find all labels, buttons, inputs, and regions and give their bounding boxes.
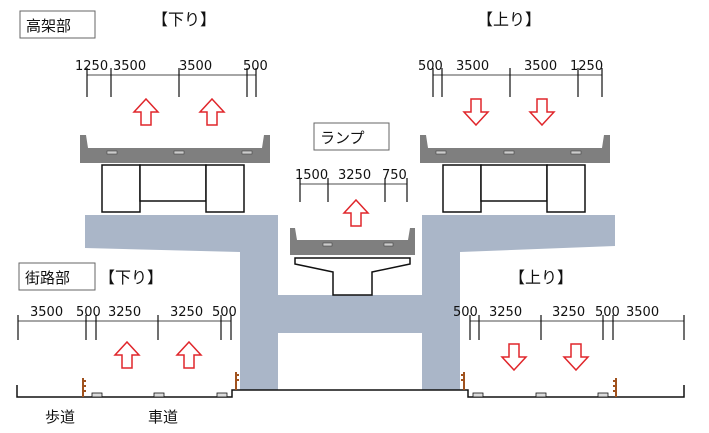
- street-label: 街路部: [25, 269, 70, 287]
- dimension-value: 3250: [552, 305, 585, 320]
- dimension-lines: 1250 3500 3500 500 500 3500 3500 1250 1500 3250 75…: [17, 59, 685, 340]
- dimension-value: 500: [243, 59, 268, 74]
- dimension-value: 1250: [570, 59, 603, 74]
- arrow-down-icon: [563, 343, 589, 371]
- dimension-value: 500: [76, 305, 101, 320]
- ramp-label: ランプ: [320, 129, 365, 147]
- dimension-value: 500: [453, 305, 478, 320]
- dimension-value: 1250: [75, 59, 108, 74]
- dimension-value: 3500: [113, 59, 146, 74]
- dimension-value: 3500: [456, 59, 489, 74]
- sidewalk-label: 歩道: [45, 408, 75, 426]
- elevated-deck-up: [420, 135, 610, 213]
- dimension-value: 3250: [338, 168, 371, 183]
- dimension-value: 3500: [626, 305, 659, 320]
- arrow-up-icon: [343, 199, 369, 227]
- dimension-value: 1500: [295, 168, 328, 183]
- street-ground: [16, 385, 685, 398]
- street-up-title: 【上り】: [509, 268, 573, 287]
- ramp-label-box: [313, 122, 390, 151]
- dimension-value: 3500: [179, 59, 212, 74]
- dimension-value: 3250: [170, 305, 203, 320]
- elevated-up-title: 【上り】: [477, 10, 541, 29]
- arrow-up-icon: [176, 341, 202, 369]
- arrow-up-icon: [133, 98, 159, 126]
- dimension-value: 500: [418, 59, 443, 74]
- dimension-value: 3500: [524, 59, 557, 74]
- elevated-label-box: [19, 10, 96, 39]
- dimension-value: 3250: [108, 305, 141, 320]
- arrow-up-icon: [199, 98, 225, 126]
- elevated-label: 高架部: [26, 17, 71, 35]
- street-label-box: [18, 262, 96, 291]
- ramp-deck: [290, 228, 415, 296]
- dimension-value: 500: [595, 305, 620, 320]
- dimension-value: 750: [382, 168, 407, 183]
- arrow-down-icon: [501, 343, 527, 371]
- roadway-label: 車道: [148, 408, 178, 426]
- arrow-down-icon: [529, 98, 555, 126]
- street-down-title: 【下り】: [99, 268, 163, 287]
- arrow-down-icon: [463, 98, 489, 126]
- elevated-deck-down: [80, 135, 270, 213]
- dimension-value: 3500: [30, 305, 63, 320]
- fence-icons: [82, 372, 617, 397]
- arrow-up-icon: [114, 341, 140, 369]
- dimension-value: 3250: [489, 305, 522, 320]
- pier: [85, 215, 615, 390]
- elevated-down-title: 【下り】: [152, 10, 216, 29]
- dimension-value: 500: [212, 305, 237, 320]
